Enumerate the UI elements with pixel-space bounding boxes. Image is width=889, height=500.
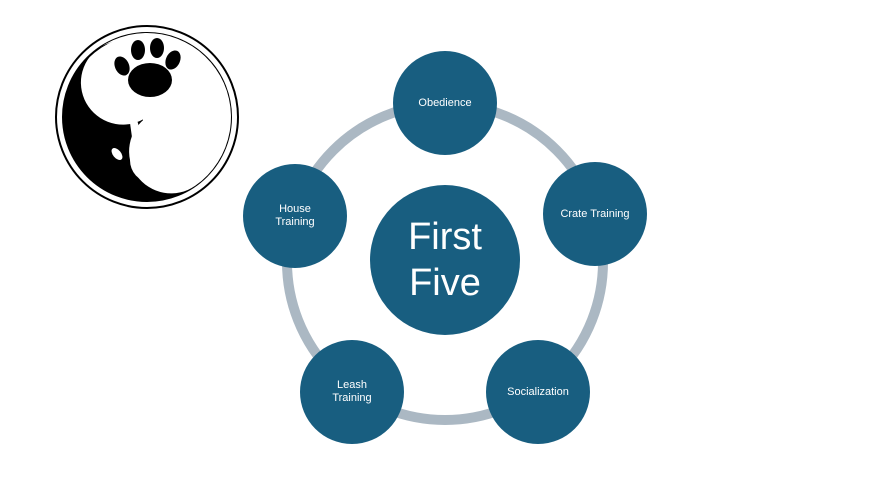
- node-label-line-1: Leash: [337, 379, 367, 391]
- node-socialization: Socialization: [486, 340, 590, 444]
- node-label-line-2: Training: [332, 392, 372, 404]
- center-line-2: Five: [409, 262, 481, 304]
- hand-print-icon: [111, 115, 179, 182]
- node-label-line-1: House: [279, 203, 311, 215]
- node-label: Obedience: [418, 96, 472, 109]
- node-label: Crate Training: [560, 207, 630, 220]
- node-label-line-2: Training: [275, 216, 315, 228]
- node-obedience: Obedience: [393, 51, 497, 155]
- center-line-1: First: [408, 216, 482, 258]
- node-crate-training: Crate Training: [543, 162, 647, 266]
- node-label: Socialization: [507, 385, 569, 398]
- paw-print-icon: [114, 38, 181, 97]
